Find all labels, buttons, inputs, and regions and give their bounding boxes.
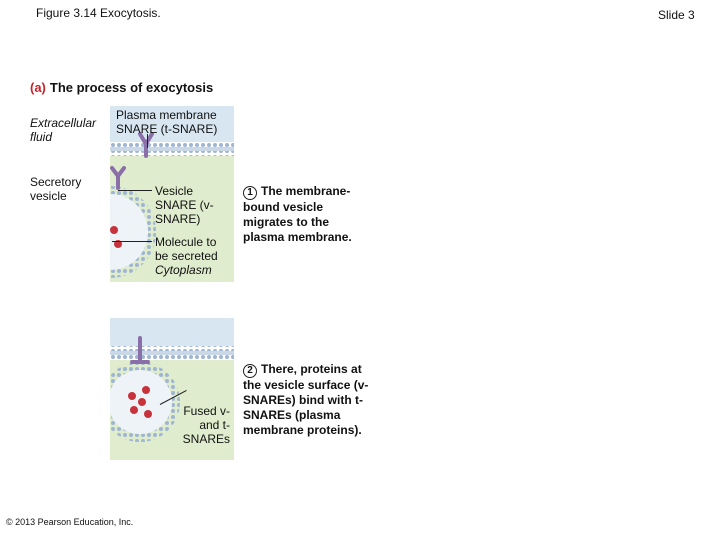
- step-1-description: The membrane-bound vesicle migrates to t…: [243, 184, 352, 244]
- extracellular-label: Extracellular fluid: [30, 116, 97, 144]
- slide-number: Slide 3: [658, 8, 695, 22]
- t-snare-label: Plasma membrane SNARE (t-SNARE): [116, 108, 218, 136]
- molecule-pointer: [112, 241, 152, 242]
- fused-snare-label: Fused v- and t-SNAREs: [182, 404, 230, 446]
- t-snare-pointer: [147, 134, 148, 148]
- docked-vesicle: [110, 362, 180, 442]
- extracellular-region: [110, 106, 234, 142]
- panel-1-illustration: [110, 106, 234, 282]
- part-heading-text: The process of exocytosis: [49, 80, 214, 95]
- step-2-number: 2: [243, 364, 257, 378]
- v-snare-label: Vesicle SNARE (v-SNARE): [155, 184, 214, 226]
- secretory-vesicle: [110, 186, 156, 278]
- cytoplasm-label: Cytoplasm: [155, 263, 212, 277]
- fused-snare-complex: [130, 336, 150, 364]
- step-1-number: 1: [243, 186, 257, 200]
- v-snare: [110, 166, 126, 190]
- extracellular-region: [110, 318, 234, 346]
- v-snare-pointer: [118, 190, 152, 191]
- molecule-label: Molecule to be secreted: [155, 235, 218, 263]
- part-heading: (a)The process of exocytosis: [30, 80, 213, 95]
- figure-title: Figure 3.14 Exocytosis.: [36, 6, 161, 20]
- secretory-vesicle-label: Secretory vesicle: [30, 175, 82, 203]
- step-2-description: There, proteins at the vesicle surface (…: [243, 362, 369, 437]
- copyright: © 2013 Pearson Education, Inc.: [6, 517, 134, 527]
- part-letter: (a): [30, 80, 46, 95]
- panel-2-illustration: [110, 318, 234, 460]
